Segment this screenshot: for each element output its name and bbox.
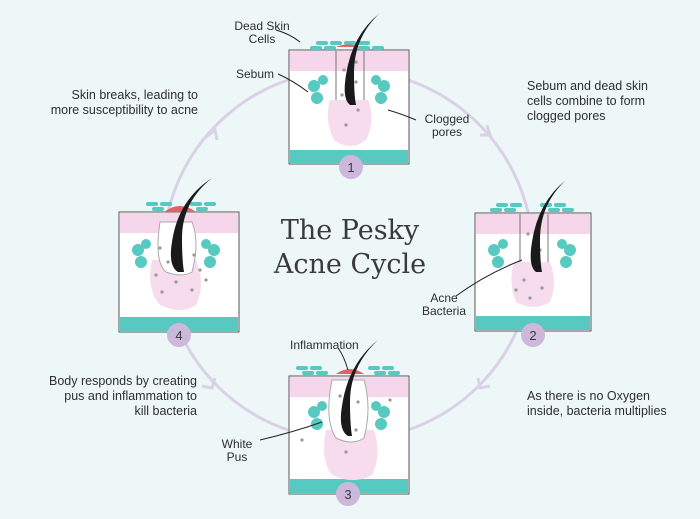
panel-3-inflammation xyxy=(288,340,410,495)
step-1-caption: Sebum and dead skin cells combine to for… xyxy=(527,79,648,123)
step-3-caption: Body responds by creating pus and inflam… xyxy=(48,374,197,418)
label-clogged-pores: Clogged pores xyxy=(424,112,470,139)
label-white-pus: White Pus xyxy=(221,437,253,464)
step-2-badge: 2 xyxy=(521,323,545,347)
cycle-arrow-top-left xyxy=(204,127,219,141)
label-dead-skin-cells: Dead Skin Cells xyxy=(234,19,290,46)
label-inflammation: Inflammation xyxy=(290,338,359,352)
cycle-arrow-bottom-right xyxy=(476,377,491,390)
step-4-badge: 4 xyxy=(167,323,191,347)
step-1-badge: 1 xyxy=(339,155,363,179)
label-sebum: Sebum xyxy=(236,67,275,81)
cycle-arrow-bottom-left xyxy=(201,377,217,390)
label-acne-bacteria: Acne Bacteria xyxy=(421,291,467,318)
cycle-arrow-top-right xyxy=(480,124,493,137)
panel-1-clogged-pore xyxy=(288,13,410,165)
diagram-title: The Pesky Acne Cycle xyxy=(273,215,427,280)
step-2-caption: As there is no Oxygen inside, bacteria m… xyxy=(527,389,667,418)
label-pointers xyxy=(259,29,523,441)
step-3-badge: 3 xyxy=(336,482,360,506)
panel-2-bacteria xyxy=(474,180,592,332)
panel-4-broken-skin xyxy=(118,178,240,333)
step-4-caption: Skin breaks, leading to more susceptibil… xyxy=(50,88,198,117)
